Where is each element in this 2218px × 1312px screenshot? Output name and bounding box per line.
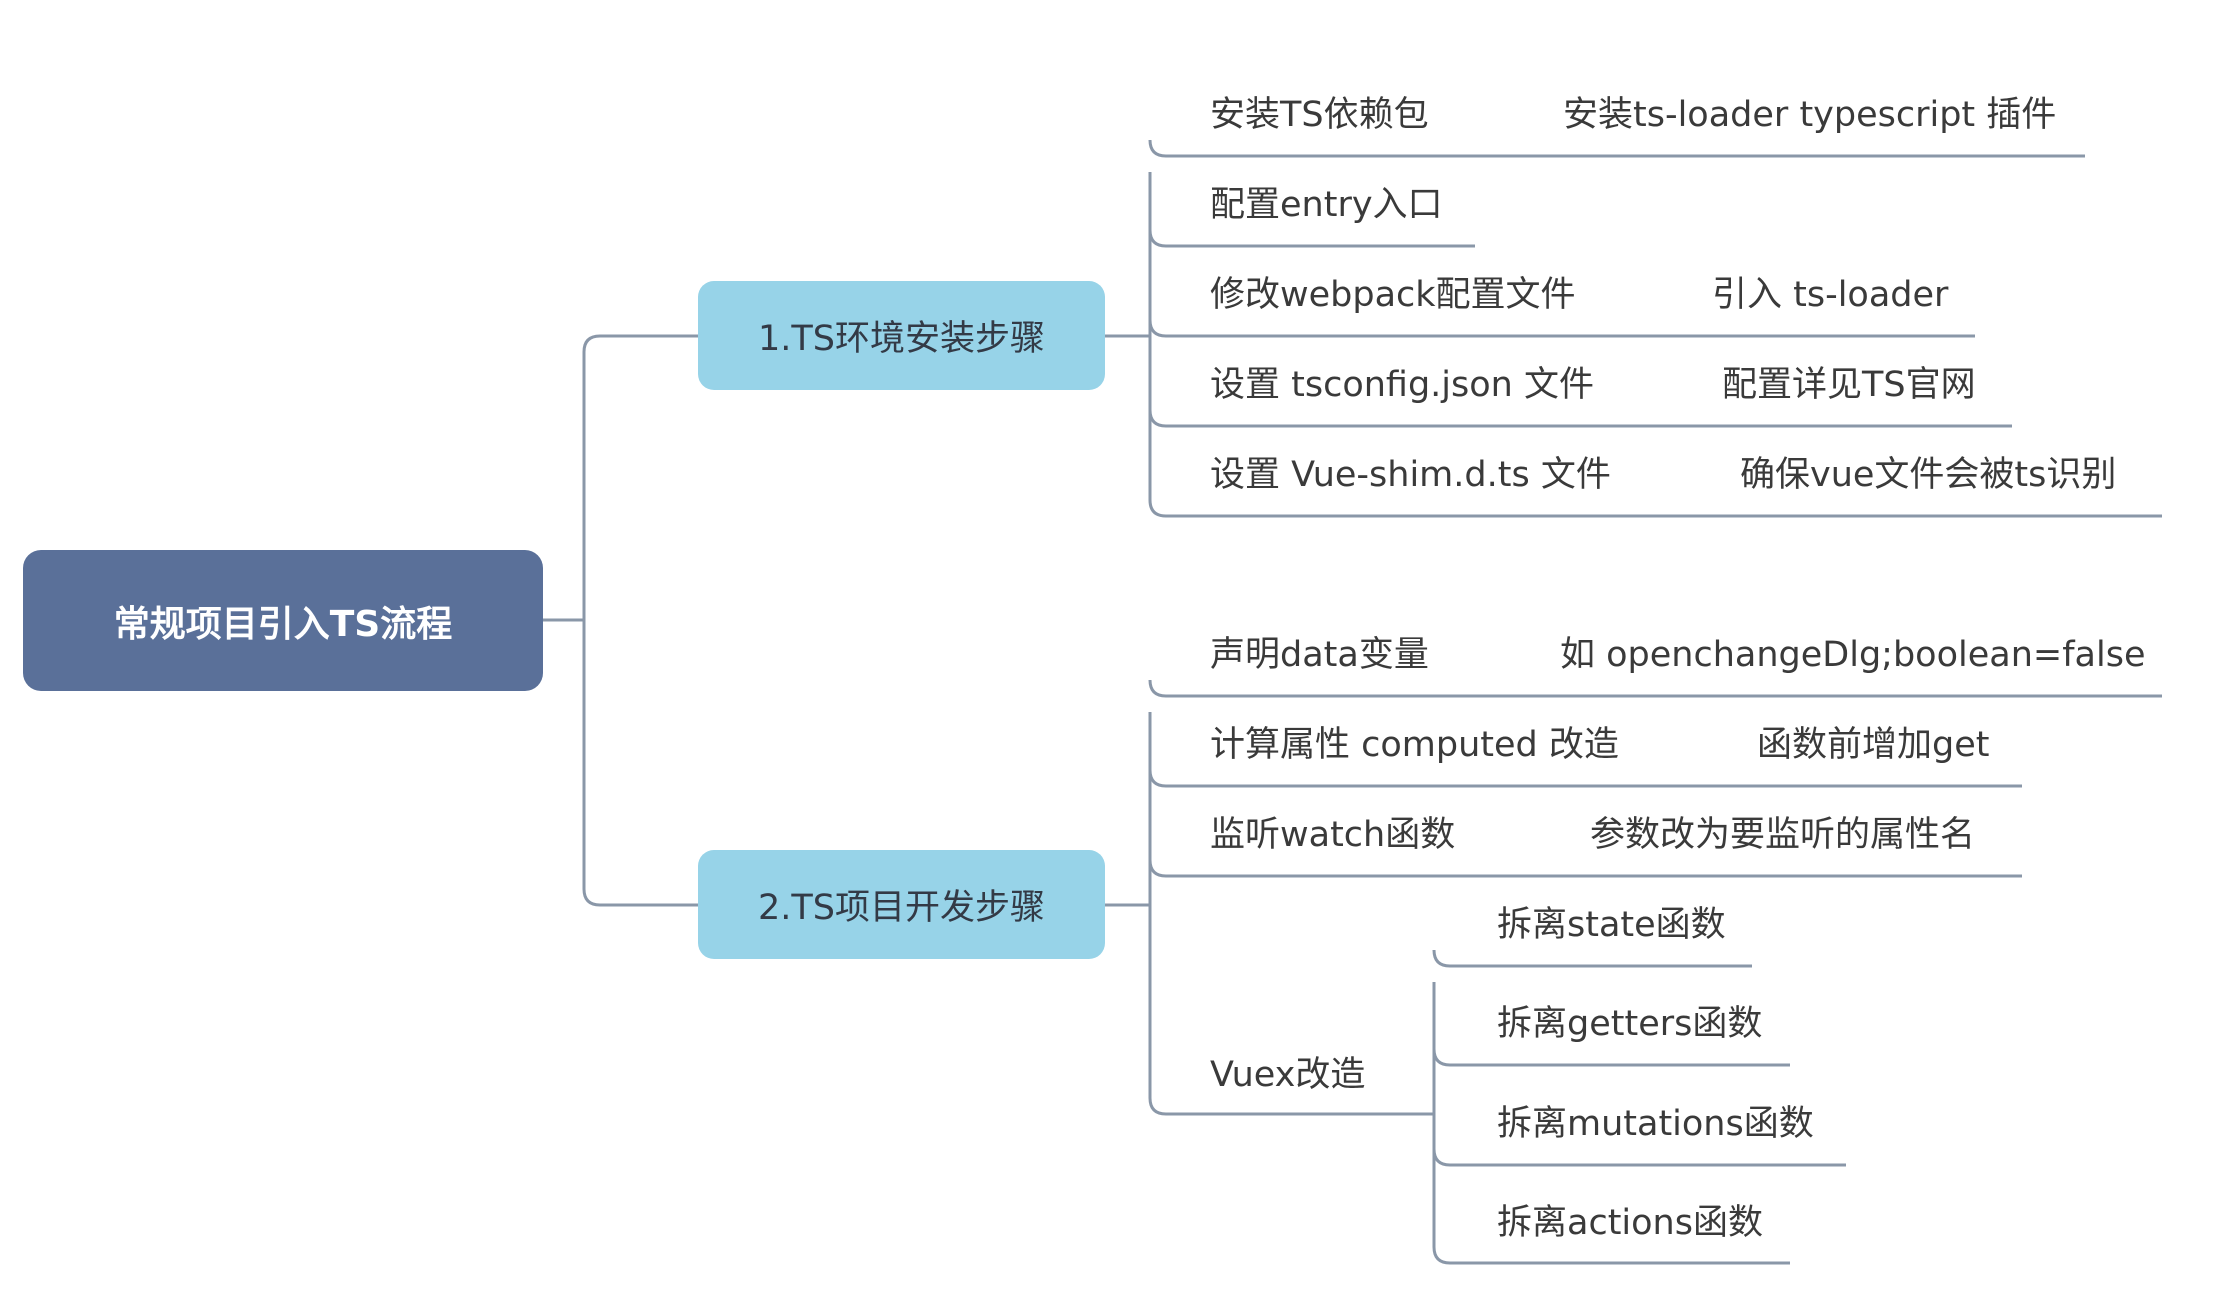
- topic-entry[interactable]: 配置entry入口: [1210, 185, 1443, 225]
- branch-node-install[interactable]: 1.TS环境安装步骤: [698, 281, 1105, 390]
- connector-vuex-leaf-1: [1432, 1048, 1790, 1067]
- connector-vuex-leaf-3: [1432, 1246, 1790, 1265]
- topic-computed[interactable]: 计算属性 computed 改造: [1210, 725, 1619, 765]
- topic-vuex-mutations[interactable]: 拆离mutations函数: [1497, 1104, 1814, 1144]
- topic-install-deps-note[interactable]: 安装ts-loader typescript 插件: [1563, 95, 2057, 135]
- topic-tsconfig-note[interactable]: 配置详见TS官网: [1722, 365, 1976, 405]
- connector-branch2-leaf-2: [1148, 859, 2022, 878]
- topic-install-deps[interactable]: 安装TS依赖包: [1210, 95, 1429, 135]
- topic-tsconfig[interactable]: 设置 tsconfig.json 文件: [1210, 365, 1594, 405]
- topic-data-vars[interactable]: 声明data变量: [1210, 635, 1429, 675]
- topic-vuex-state[interactable]: 拆离state函数: [1497, 905, 1726, 945]
- connector-branch2-leaf-3: [1148, 1097, 1434, 1116]
- connector-branch2-leaf-1: [1148, 769, 2022, 788]
- topic-vue-shim[interactable]: 设置 Vue-shim.d.ts 文件: [1210, 455, 1611, 495]
- connector-root-branch-1: [582, 334, 698, 620]
- topic-watch-note[interactable]: 参数改为要监听的属性名: [1590, 815, 1976, 855]
- root-label: 常规项目引入TS流程: [113, 603, 453, 645]
- connector-branch1-leaf-3: [1148, 409, 2012, 428]
- topic-vue-shim-note[interactable]: 确保vue文件会被ts识别: [1740, 455, 2117, 495]
- connector-branch1-leaf-4: [1148, 499, 2162, 518]
- topic-vuex-getters[interactable]: 拆离getters函数: [1497, 1004, 1763, 1044]
- topic-vuex-actions[interactable]: 拆离actions函数: [1497, 1203, 1763, 1243]
- connector-branch1-leaf-2: [1148, 319, 1975, 338]
- topic-webpack-config-note[interactable]: 引入 ts-loader: [1712, 275, 1949, 315]
- topic-watch[interactable]: 监听watch函数: [1210, 815, 1456, 855]
- connector-branch1-leaf-0: [1148, 139, 2085, 158]
- connector-branch2-leaf-0: [1148, 679, 2162, 698]
- branch-node-develop[interactable]: 2.TS项目开发步骤: [698, 850, 1105, 959]
- connector-branch1-leaf-1: [1148, 229, 1475, 248]
- branch-label: 1.TS环境安装步骤: [758, 319, 1045, 359]
- topic-computed-note[interactable]: 函数前增加get: [1757, 725, 1990, 765]
- topic-data-vars-note[interactable]: 如 openchangeDlg;boolean=false: [1560, 635, 2146, 675]
- connector-root-branch-2: [582, 620, 698, 907]
- topic-webpack-config[interactable]: 修改webpack配置文件: [1210, 275, 1576, 315]
- root-node[interactable]: 常规项目引入TS流程: [23, 550, 543, 691]
- connector-vuex-leaf-0: [1432, 949, 1752, 968]
- connector-vuex-leaf-2: [1432, 1148, 1846, 1167]
- branch-label: 2.TS项目开发步骤: [758, 888, 1045, 928]
- topic-vuex[interactable]: Vuex改造: [1210, 1055, 1366, 1095]
